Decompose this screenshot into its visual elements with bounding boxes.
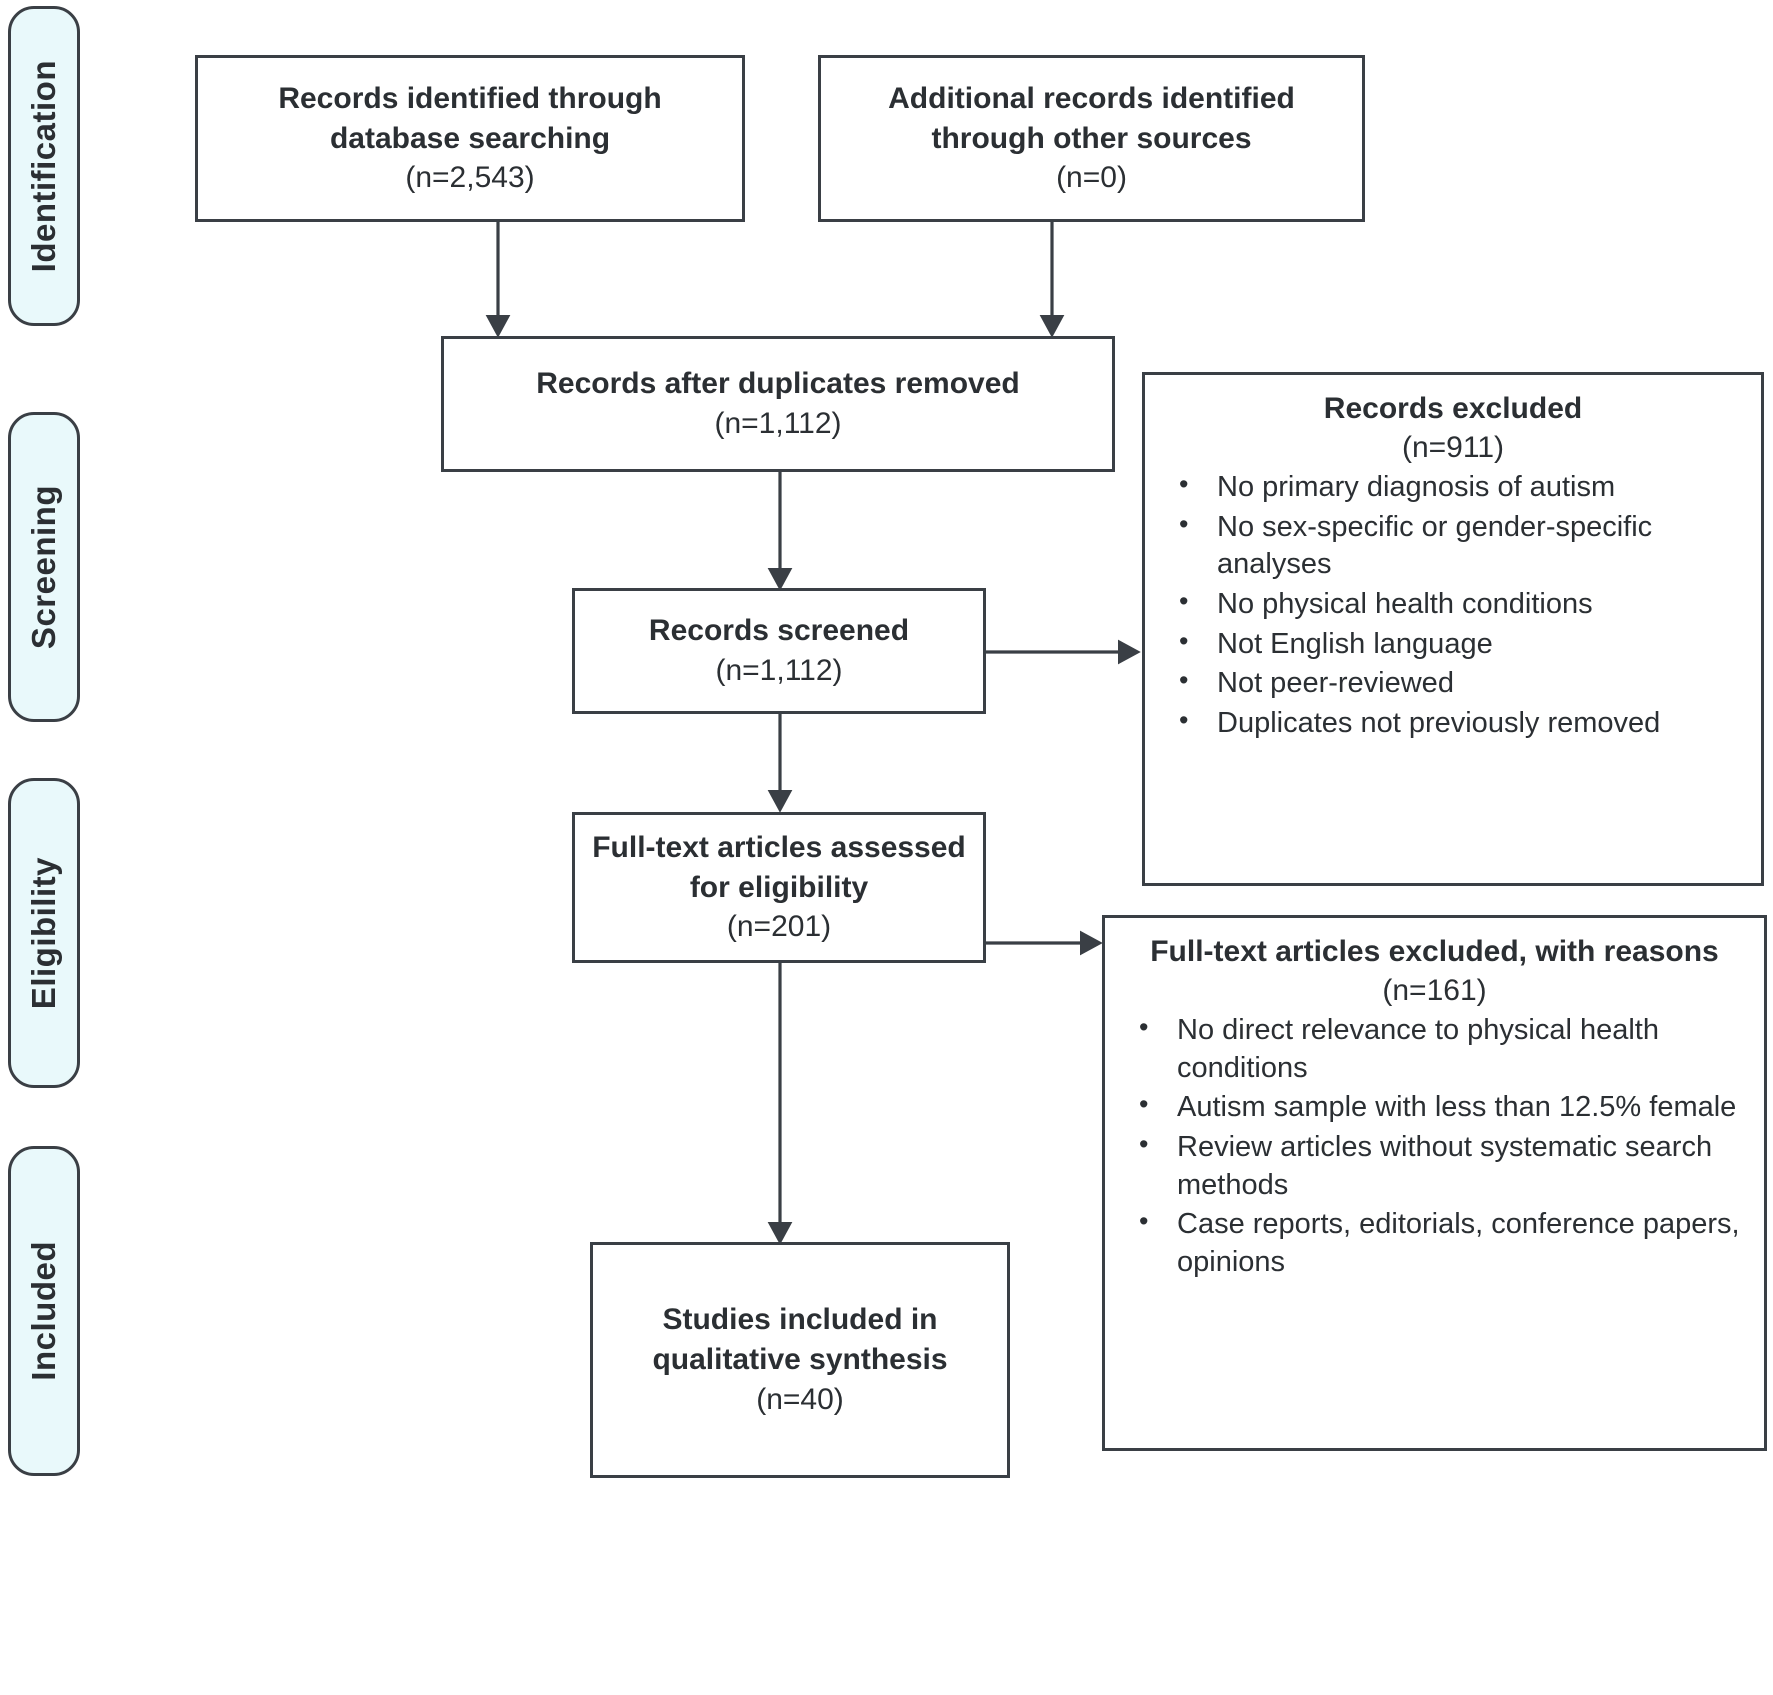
list-item: Review articles without systematic searc… <box>1139 1127 1746 1204</box>
box-records-excluded-title: Records excluded <box>1323 392 1583 425</box>
list-item: Autism sample with less than 12.5% femal… <box>1139 1087 1746 1127</box>
box-studies-included-title: Studies included in qualitative synthesi… <box>652 1303 948 1377</box>
stage-label-eligibility: Eligibility <box>25 856 62 1010</box>
list-item: No physical health conditions <box>1179 584 1743 624</box>
box-fulltext-assessed-title: Full-text articles assessed for eligibil… <box>592 830 966 904</box>
box-records-after-duplicates-count: (n=1,112) <box>714 407 842 440</box>
box-records-identified: Records identified through database sear… <box>195 55 745 222</box>
box-studies-included: Studies included in qualitative synthesi… <box>590 1242 1010 1478</box>
box-additional-records: Additional records identified through ot… <box>818 55 1365 222</box>
list-item: Duplicates not previously removed <box>1179 703 1743 743</box>
stage-rail-eligibility: Eligibility <box>8 778 80 1088</box>
list-item: Not English language <box>1179 624 1743 664</box>
box-fulltext-excluded-title: Full-text articles excluded, with reason… <box>1150 935 1719 968</box>
stage-label-included: Included <box>25 1241 62 1381</box>
stage-rail-identification: Identification <box>8 6 80 326</box>
box-records-screened: Records screened (n=1,112) <box>572 588 986 714</box>
box-records-after-duplicates-title: Records after duplicates removed <box>536 367 1020 401</box>
box-fulltext-excluded-count: (n=161) <box>1382 974 1487 1007</box>
box-records-screened-count: (n=1,112) <box>715 654 843 687</box>
stage-rail-screening: Screening <box>8 412 80 722</box>
box-records-screened-title: Records screened <box>648 614 910 648</box>
stage-rail-included: Included <box>8 1146 80 1476</box>
box-records-excluded: Records excluded (n=911) No primary diag… <box>1142 372 1764 886</box>
box-records-identified-count: (n=2,543) <box>405 161 535 195</box>
list-item: No sex-specific or gender-specific analy… <box>1179 507 1743 584</box>
box-studies-included-count: (n=40) <box>756 1382 844 1416</box>
stage-label-screening: Screening <box>25 484 62 650</box>
box-records-excluded-count: (n=911) <box>1401 431 1504 464</box>
stage-label-identification: Identification <box>25 59 62 273</box>
box-additional-records-count: (n=0) <box>1056 161 1127 195</box>
records-excluded-reason-list: No primary diagnosis of autism No sex-sp… <box>1163 467 1743 745</box>
box-fulltext-assessed: Full-text articles assessed for eligibil… <box>572 812 986 963</box>
box-fulltext-assessed-count: (n=201) <box>726 910 832 944</box>
box-fulltext-excluded: Full-text articles excluded, with reason… <box>1102 915 1767 1451</box>
fulltext-excluded-reason-list: No direct relevance to physical health c… <box>1123 1010 1746 1284</box>
box-records-identified-title: Records identified through database sear… <box>278 81 662 155</box>
list-item: No primary diagnosis of autism <box>1179 467 1743 507</box>
box-records-after-duplicates: Records after duplicates removed (n=1,11… <box>441 336 1115 472</box>
list-item: No direct relevance to physical health c… <box>1139 1010 1746 1087</box>
list-item: Not peer-reviewed <box>1179 663 1743 703</box>
list-item: Case reports, editorials, conference pap… <box>1139 1204 1746 1281</box>
box-additional-records-title: Additional records identified through ot… <box>888 81 1295 155</box>
